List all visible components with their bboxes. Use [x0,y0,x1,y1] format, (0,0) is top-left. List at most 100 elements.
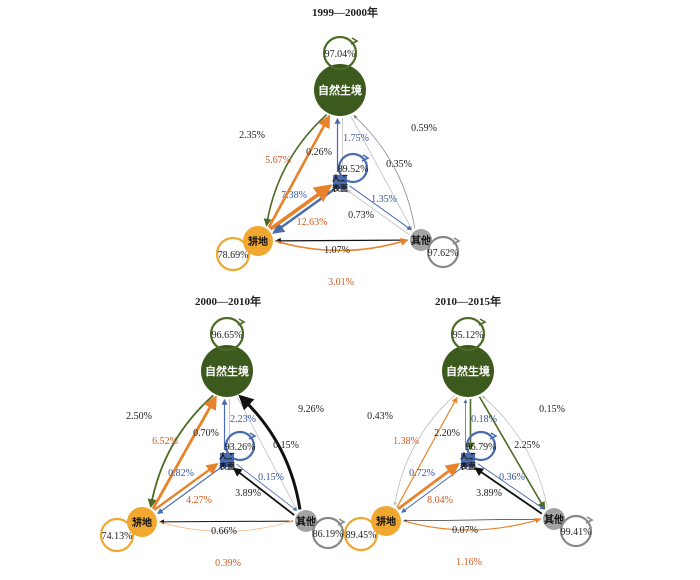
node-built-label-2: 表面 [331,183,348,193]
label-other-to-natural: 0.59% [411,123,437,134]
arrow-other-to-natural [353,114,416,229]
label-cropland-to-other: 1.16% [456,557,482,568]
node-other [295,510,317,532]
self-cropland-loop [343,516,379,552]
self-built-loop [224,430,256,462]
node-natural [442,345,494,397]
panel-title: 2010—2015年 [435,294,501,308]
self-cropland-value: 74.13% [102,531,133,542]
arrow-built-to-other [236,463,298,511]
node-cropland [371,506,401,536]
self-natural-value: 96.65% [212,330,243,341]
panel-1: 1999—2000年自然生境人工表面耕地其他97.04%89.52%78.69%… [215,5,461,288]
arrow-cropland-to-built [397,462,460,510]
arrow-cropland-to-built [153,463,219,511]
arrow-other-to-built [232,467,295,516]
label-cropland-to-built: 4.27% [186,495,212,506]
self-natural-loop-arrow [350,37,359,45]
self-cropland-loop [215,236,251,272]
node-built-label-2: 表面 [218,461,235,471]
label-other-to-natural: 0.15% [539,404,565,415]
label-built-to-other: 1.35% [371,194,397,205]
arrow-cropland-to-other [402,517,542,531]
node-natural-label: 自然生境 [446,364,490,378]
label-built-to-natural: 1.75% [343,133,369,144]
label-natural-to-cropland: 2.50% [126,411,152,422]
arrow-cropland-to-built [269,184,333,231]
self-other-value: 97.62% [428,248,459,259]
label-built-to-cropland: 0.72% [409,468,435,479]
arrow-other-to-built [474,467,543,515]
self-cropland-loop-arrow [127,519,136,527]
self-other-loop [311,516,345,550]
self-natural-loop [209,316,245,352]
label-other-to-built: 3.89% [476,488,502,499]
label-cropland-to-natural: 6.52% [152,436,178,447]
node-other-label: 其他 [544,513,564,526]
arrow-natural-to-other [237,397,298,511]
label-built-to-other: 0.36% [499,472,525,483]
arrow-cropland-to-other [274,238,409,252]
arrow-natural-to-other [478,396,546,510]
label-natural-to-built: 2.20% [434,428,460,439]
self-natural-loop-arrow [478,318,487,326]
self-other-value: 86.19% [313,529,344,540]
arrow-other-to-cropland [158,519,294,525]
label-built-to-natural: 2.23% [230,414,256,425]
self-cropland-loop-arrow [371,518,380,526]
node-other [410,229,432,251]
node-cropland [127,507,157,537]
node-built-label-2: 表面 [459,461,476,471]
panel-2: 2000—2010年自然生境人工表面耕地其他96.65%93.26%74.13%… [99,294,346,569]
label-cropland-to-built: 8.04% [427,495,453,506]
self-other-loop [426,235,460,269]
panel-title: 2000—2010年 [195,294,261,308]
arrow-cropland-to-other [158,520,293,532]
panel-3: 2010—2015年自然生境人工表面耕地其他95.12%96.79%89.45%… [343,294,594,568]
self-natural-loop [450,316,486,352]
arrow-other-to-cropland [403,518,542,523]
self-built-loop-arrow [248,432,257,440]
node-other [543,508,565,530]
node-natural [201,345,253,397]
node-cropland-label: 耕地 [376,515,396,528]
label-cropland-to-built: 12.63% [297,217,328,228]
node-cropland-label: 耕地 [248,235,268,248]
panel-title: 1999—2000年 [312,5,378,19]
label-other-to-cropland: 0.66% [211,526,237,537]
self-other-loop-arrow [452,237,461,245]
label-natural-to-other: 0.15% [273,440,299,451]
self-natural-loop-arrow [237,318,246,326]
label-natural-to-other: 2.25% [514,440,540,451]
self-other-loop [559,514,593,548]
label-built-to-natural: 0.18% [471,414,497,425]
self-cropland-loop [99,517,135,553]
node-other-label: 其他 [411,234,431,247]
label-cropland-to-natural: 5.67% [265,155,291,166]
self-other-value: 99.41% [561,527,592,538]
label-built-to-other: 0.15% [258,472,284,483]
self-cropland-loop-arrow [243,238,252,246]
self-other-loop-arrow [585,516,594,524]
arrow-natural-to-cropland [393,395,455,506]
label-other-to-cropland: 1.07% [324,245,350,256]
self-built-loop-arrow [361,154,370,162]
node-built-label-1: 人工 [219,451,235,461]
arrow-natural-to-cropland [263,114,328,227]
self-built-value: 93.26% [225,442,256,453]
node-built-label-1: 人工 [460,451,476,461]
label-other-to-built: 3.89% [235,488,261,499]
arrow-natural-to-other [350,115,413,230]
label-cropland-to-other: 3.01% [328,277,354,288]
label-natural-to-built: 0.70% [193,428,219,439]
self-natural-value: 97.04% [325,49,356,60]
arrow-other-to-natural [482,395,548,508]
self-built-loop [465,430,497,462]
self-cropland-value: 78.69% [218,250,249,261]
label-natural-to-other: 0.35% [386,159,412,170]
label-other-to-built: 0.73% [348,210,374,221]
arrow-cropland-to-natural [267,114,331,229]
label-built-to-cropland: 0.82% [168,468,194,479]
self-built-loop [337,152,369,184]
arrow-built-to-cropland [157,467,221,515]
